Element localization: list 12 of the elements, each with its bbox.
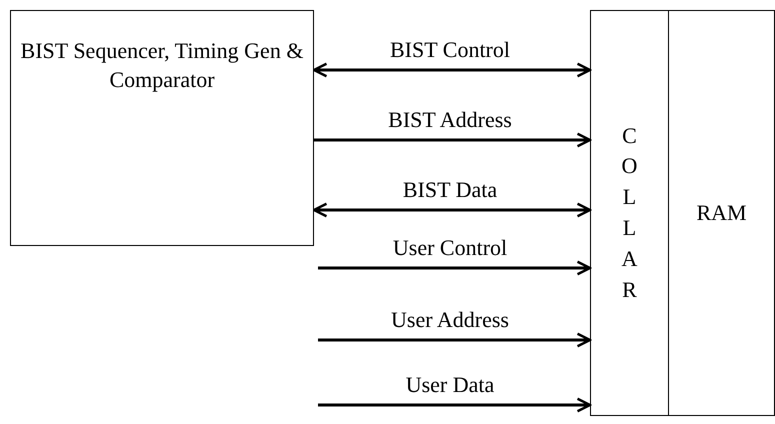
arrow bbox=[314, 132, 592, 148]
arrow bbox=[312, 202, 592, 218]
collar-box bbox=[590, 10, 669, 416]
arrow bbox=[312, 62, 592, 78]
block-label: RAM bbox=[696, 198, 747, 227]
arrow bbox=[318, 398, 592, 412]
arrow bbox=[318, 260, 592, 276]
block-label: BIST Sequencer, Timing Gen & Comparator bbox=[20, 37, 304, 94]
block-box bbox=[668, 10, 775, 416]
block-label: COLLAR bbox=[620, 122, 638, 304]
block-box bbox=[10, 10, 314, 246]
arrow bbox=[318, 332, 592, 348]
